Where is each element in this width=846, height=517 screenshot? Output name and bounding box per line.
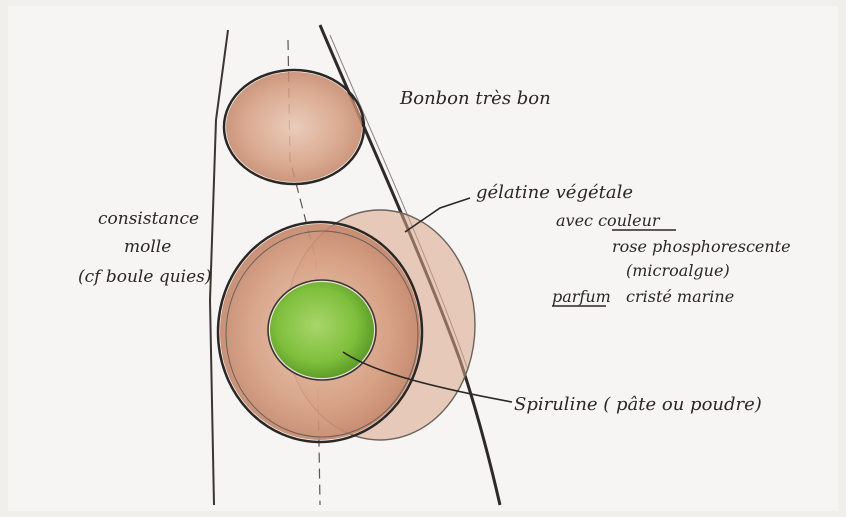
note-boule-quies: (cf boule quies)	[78, 267, 212, 287]
note-gelatine: gélatine végétale	[476, 182, 633, 203]
note-rose: rose phosphorescente	[612, 237, 791, 256]
note-crete-marine: cristé marine	[626, 287, 734, 306]
note-spiruline: Spiruline ( pâte ou poudre)	[514, 394, 762, 415]
note-parfum: parfum	[552, 287, 611, 306]
note-consistance: consistance	[98, 209, 199, 229]
top-candy-fill	[226, 72, 362, 182]
spiruline-core-fill	[270, 282, 374, 378]
note-avec-couleur: avec couleur	[556, 211, 661, 230]
note-microalgue: (microalgue)	[626, 261, 730, 280]
note-molle: molle	[124, 237, 171, 257]
note-bonbon: Bonbon très bon	[399, 88, 551, 109]
